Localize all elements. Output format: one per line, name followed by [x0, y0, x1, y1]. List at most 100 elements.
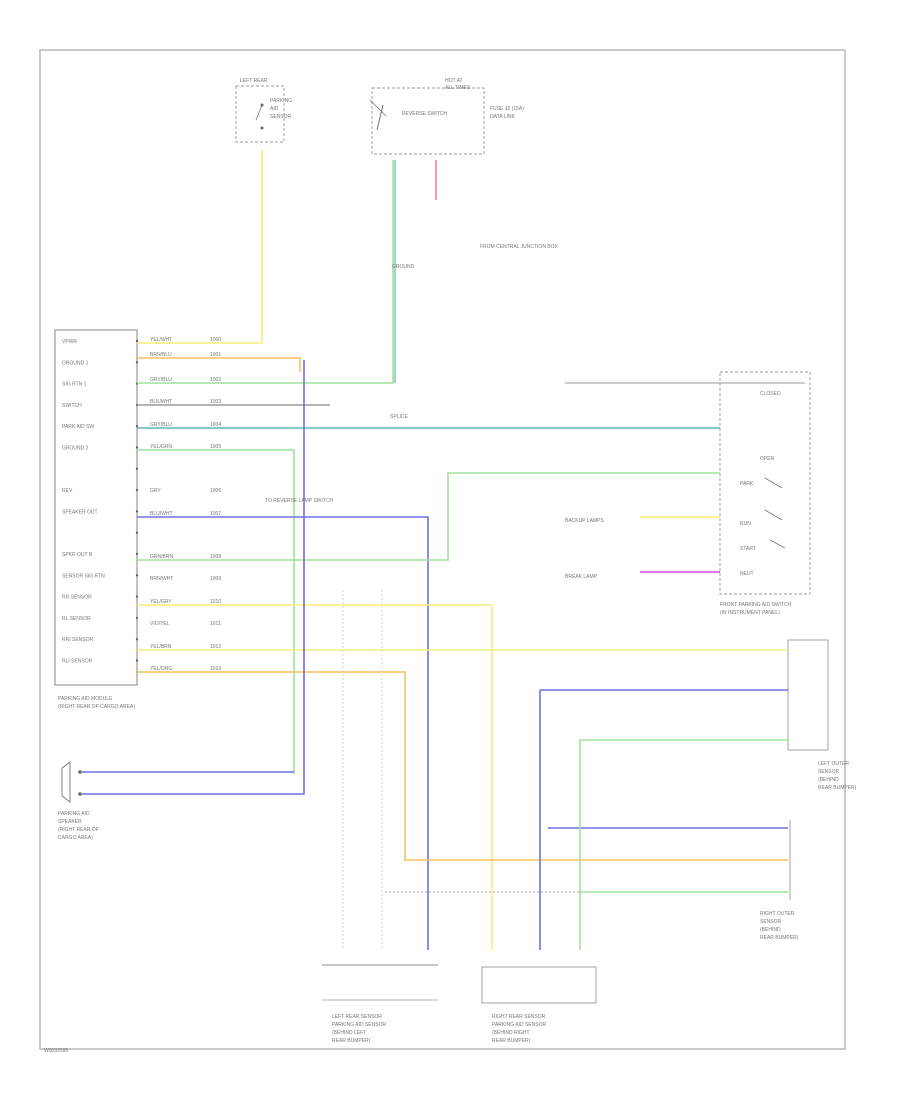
pcm-pin-dot: [135, 361, 139, 364]
right-rear-sensor-line-3: REAR BUMPER): [492, 1038, 531, 1044]
pcm-pin-label: VPWR: [62, 339, 77, 345]
top-right-subtitle: ALL TIMES: [445, 85, 471, 91]
front-switch-module: FRONT PARKING AID SWITCH (IN INSTRUMENT …: [719, 371, 811, 616]
wire-color-label: VIO/YEL: [150, 621, 170, 627]
data-link-note: DATA LINK: [490, 114, 515, 120]
pcm-pin-dot: [135, 488, 139, 492]
wire-color-label: YEL/WHT: [150, 337, 172, 343]
left-rear-sensor-line-3: REAR BUMPER): [332, 1038, 371, 1044]
wire-color-label: YEL/GRN: [150, 444, 172, 450]
pcm-pin-label: SIG RTN 1: [62, 382, 87, 388]
wire-speaker-b: [82, 360, 305, 795]
right-corner-line-2: (BEHIND: [760, 927, 781, 933]
note-break-lamp: BREAK LAMP: [565, 574, 598, 580]
pcm-title: PARKING AID MODULE: [58, 696, 113, 702]
pcm-pin-label: SPEAKER OUT: [62, 509, 98, 515]
left-corner-line-1: SENSOR: [818, 769, 840, 775]
wire-circuit-label: 1001: [210, 352, 221, 358]
top-left-component: LEFT REAR PARKING AID SENSOR: [235, 78, 292, 143]
switch-label-run: RUN: [740, 521, 751, 527]
switch-label-park: PARK: [740, 481, 754, 487]
wire-circuit-label: 1005: [210, 444, 221, 450]
wires: [82, 150, 805, 950]
speaker-title: PARKING AID: [58, 811, 90, 817]
pcm-pin-dot: [135, 510, 139, 513]
pcm-pin-label: GROUND 1: [62, 360, 89, 366]
top-middle-component: HOT AT ALL TIMES REVERSE SWITCH FUSE 12 …: [369, 78, 524, 155]
pcm-pin-dot: [135, 574, 139, 577]
wire-color-label: GRY/BLU: [150, 422, 172, 428]
pcm-pin-label: RRI SENSOR: [62, 637, 94, 643]
pcm-pin-dot: [135, 552, 139, 556]
switch-note: REVERSE SWITCH: [402, 111, 447, 117]
top-left-line-1: PARKING: [270, 98, 292, 104]
pcm-pin-label: SPKR OUT B: [62, 552, 93, 558]
top-left-line-3: SENSOR: [270, 114, 292, 120]
wire-color-label: BRN/WHT: [150, 576, 173, 582]
wire-color-label: GRY: [150, 488, 161, 494]
note-reverse-switch: TO REVERSE LAMP SWITCH: [265, 498, 334, 504]
right-rear-sensor-line-2: (BEHIND RIGHT: [492, 1030, 530, 1036]
pcm-pin-dot: [135, 616, 139, 620]
fuse-note: FUSE 12 (15A): [490, 106, 524, 112]
parking-aid-speaker: PARKING AID SPEAKER (RIGHT REAR OF CARGO…: [58, 761, 99, 841]
wire-speaker-out: [137, 516, 429, 950]
pcm-pin-dot: [135, 531, 139, 534]
pcm-pin-label: REV: [62, 488, 73, 494]
right-rear-sensor-title: RIGHT REAR SENSOR: [492, 1014, 546, 1020]
left-corner-line-3: REAR BUMPER): [818, 785, 857, 791]
right-corner-title: RIGHT OUTER: [760, 911, 795, 917]
page-code: W0032595: [44, 1048, 68, 1054]
note-splice: SPLICE: [390, 414, 408, 420]
right-outer-sensor-lower: RIGHT OUTER SENSOR (BEHIND REAR BUMPER): [760, 820, 799, 941]
switch-label-neut: NEUT: [740, 571, 754, 577]
switch-label-closed: CLOSED: [760, 391, 781, 397]
pcm-pin-dot: [135, 425, 139, 428]
pcm-pin-label: PARK AID SW: [62, 424, 94, 430]
pcm-pin-dot: [135, 595, 139, 598]
left-rear-sensor: LEFT REAR SENSOR PARKING AID SENSOR (BEH…: [322, 964, 438, 1044]
right-corner-line-1: SENSOR: [760, 919, 782, 925]
right-rear-sensor-line-1: PARKING AID SENSOR: [492, 1022, 546, 1028]
switch-label-open: OPEN: [760, 456, 775, 462]
wire-color-label: GRY/BLU: [150, 377, 172, 383]
diagram-frame: [39, 49, 846, 1050]
pcm-pin-dot: [135, 446, 139, 449]
wire-rli-orange: [137, 671, 788, 861]
pcm-pin-dot: [135, 659, 139, 662]
wire-circuit-label: 1013: [210, 666, 221, 672]
wire-color-label: YEL/GRY: [150, 599, 172, 605]
wire-circuit-label: 1010: [210, 599, 221, 605]
wire-sigrtn: [137, 160, 394, 384]
pcm-pin-dot: [135, 339, 139, 343]
parking-aid-module: PARKING AID MODULE (RIGHT REAR OF CARGO …: [54, 329, 139, 710]
wire-ground2: [137, 449, 295, 774]
right-rear-sensor: RIGHT REAR SENSOR PARKING AID SENSOR (BE…: [481, 966, 597, 1044]
right-corner-line-3: REAR BUMPER): [760, 935, 799, 941]
wire-circuit-label: 1008: [210, 554, 221, 560]
wire-vpwr: [137, 150, 263, 344]
left-corner-line-2: (BEHIND: [818, 777, 839, 783]
left-corner-title: LEFT OUTER: [818, 761, 849, 767]
note-central-junction: FROM CENTRAL JUNCTION BOX: [480, 244, 559, 250]
pcm-pin-label: RR SENSOR: [62, 595, 92, 601]
pcm-pin-label: SENSOR SIG RTN: [62, 573, 105, 579]
pcm-pin-dot: [135, 638, 139, 641]
wire-circuit-label: 1000: [210, 337, 221, 343]
pcm-pin-label: RLI SENSOR: [62, 659, 93, 665]
wire-color-label: GRN/BRN: [150, 554, 173, 560]
wire-circuit-label: 1007: [210, 511, 221, 517]
wire-circuit-label: 1002: [210, 377, 221, 383]
speaker-line-2: (RIGHT REAR OF: [58, 827, 99, 833]
wire-ground1: [137, 357, 301, 372]
right-outer-sensor-upper: LEFT OUTER SENSOR (BEHIND REAR BUMPER): [787, 639, 857, 791]
wire-green-switch: [137, 472, 720, 561]
left-rear-sensor-title: LEFT REAR SENSOR: [332, 1014, 382, 1020]
note-ground: GROUND: [392, 264, 415, 270]
rear-module-subtitle: (IN INSTRUMENT PANEL): [720, 610, 780, 616]
top-left-line-2: AID: [270, 106, 279, 112]
wire-circuit-label: 1004: [210, 422, 221, 428]
